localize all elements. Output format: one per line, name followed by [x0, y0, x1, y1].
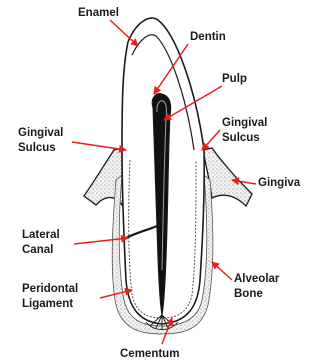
gingival-sulcus-right-label-line1: Gingival: [222, 117, 267, 129]
lateral-canal-arrow: [74, 238, 128, 244]
dentin-label: Dentin: [190, 31, 226, 43]
cementum-label: Cementum: [120, 348, 179, 360]
gingival-sulcus-right-label-line2: Sulcus: [222, 132, 260, 144]
alveolar-bone-label-line2: Bone: [234, 288, 263, 300]
gingival-sulcus-left-arrow: [72, 142, 126, 150]
alveolar-bone-arrow: [212, 262, 232, 280]
lateral-canal-label-line2: Canal: [22, 244, 53, 256]
gingiva-label: Gingiva: [258, 177, 301, 189]
gingival-sulcus-right-arrow: [202, 130, 220, 150]
enamel-label: Enamel: [78, 7, 119, 19]
periodontal-ligament-label-line1: Peridontal: [22, 283, 78, 295]
alveolar-bone-label-line1: Alveolar: [234, 273, 280, 285]
lateral-canal-label-line1: Lateral: [22, 229, 60, 241]
gingival-sulcus-left-label-line1: Gingival: [18, 127, 63, 139]
periodontal-ligament-label-line2: Ligament: [22, 298, 73, 310]
pulp-label: Pulp: [222, 73, 247, 85]
gingival-sulcus-left-label-line2: Sulcus: [18, 142, 56, 154]
